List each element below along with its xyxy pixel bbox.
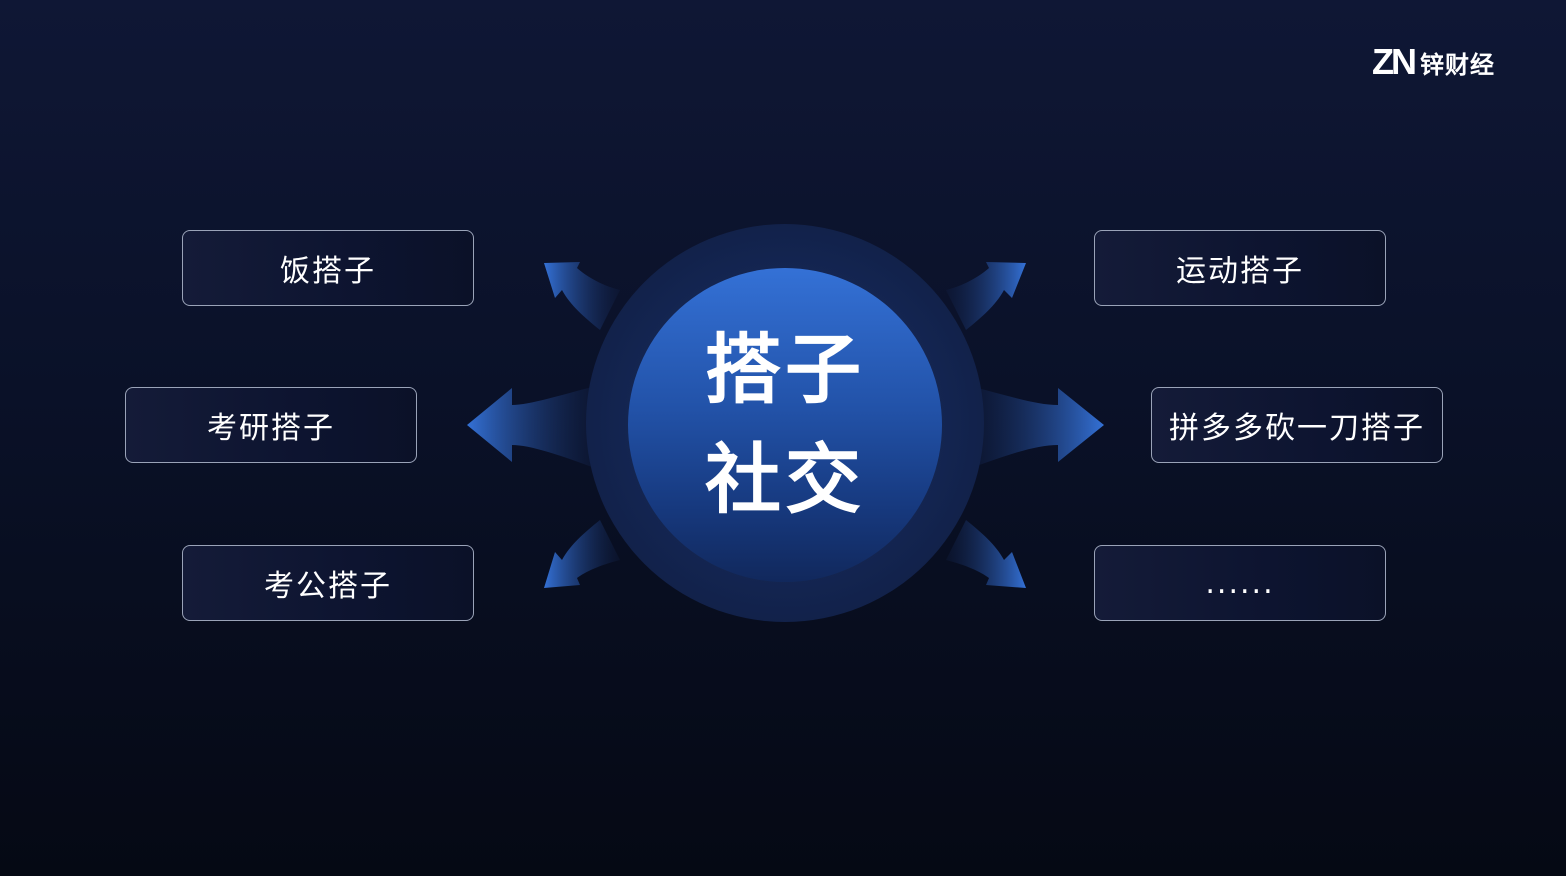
item-label: 拼多多砍一刀搭子 xyxy=(1169,411,1425,446)
center-circle: 搭子 社交 xyxy=(628,268,942,582)
logo-mark: ZN xyxy=(1372,41,1417,82)
arrow-right-icon xyxy=(966,385,1104,470)
logo-name: 锌财经 xyxy=(1420,50,1495,79)
arrow-left-icon xyxy=(467,385,600,470)
arrow-lower-right-icon xyxy=(946,520,1026,588)
item-label: 运动搭子 xyxy=(1176,254,1304,289)
center-title-line2: 社交 xyxy=(705,435,865,524)
item-label: 考研搭子 xyxy=(207,411,335,446)
item-box-more: ...... xyxy=(1094,545,1386,621)
item-box-fan: 饭搭子 xyxy=(182,230,474,306)
item-box-yundong: 运动搭子 xyxy=(1094,230,1386,306)
item-box-kaoyan: 考研搭子 xyxy=(125,387,417,463)
item-label: 考公搭子 xyxy=(264,569,392,604)
arrow-upper-left-icon xyxy=(544,262,620,330)
item-label: ...... xyxy=(1205,565,1275,601)
logo: ZN 锌财经 xyxy=(1372,44,1495,80)
center-title-line1: 搭子 xyxy=(705,325,865,414)
arrow-lower-left-icon xyxy=(544,520,620,588)
item-label: 饭搭子 xyxy=(280,254,376,289)
item-box-pinduoduo: 拼多多砍一刀搭子 xyxy=(1151,387,1443,463)
item-box-kaogong: 考公搭子 xyxy=(182,545,474,621)
arrow-upper-right-icon xyxy=(946,262,1026,330)
